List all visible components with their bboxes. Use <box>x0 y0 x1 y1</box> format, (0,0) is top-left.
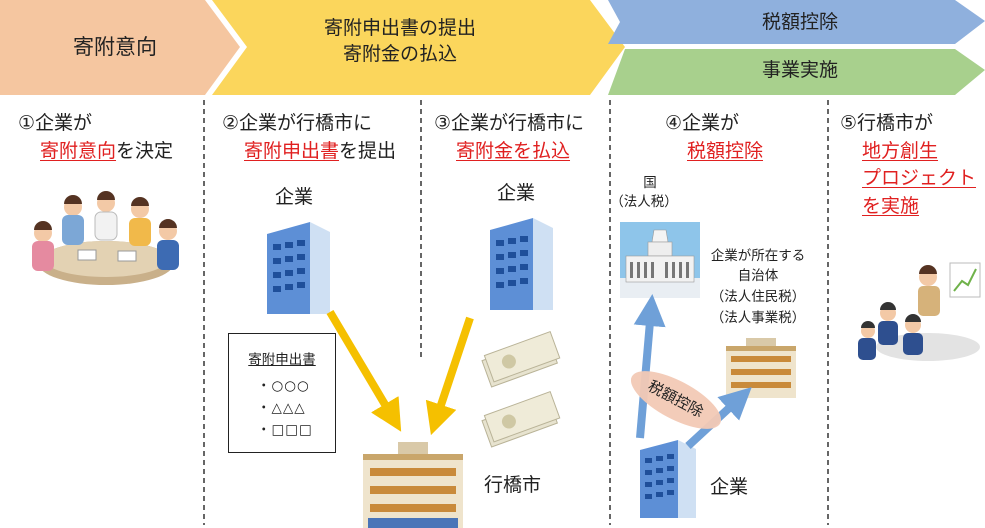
step4-text: ④企業が 税額控除 <box>665 112 764 162</box>
city-label: 行橋市 <box>484 474 542 496</box>
project-meeting-illustration <box>858 262 981 361</box>
arrow-payment-to-city <box>425 316 474 436</box>
step5-text: ⑤行橋市が 地方創生 プロジェクト を実施 <box>840 112 977 217</box>
stage2-chevron <box>212 0 625 95</box>
local-gov-label-1: 企業が所在する <box>710 248 806 264</box>
local-gov-label-4: （法人事業税） <box>710 310 806 326</box>
form-line-2: ・△△△ <box>257 400 306 416</box>
arrow-company-to-city <box>326 309 402 432</box>
stage3-top-label: 税額控除 <box>761 11 838 33</box>
step4-highlight: 税額控除 <box>687 139 764 162</box>
stage3-top-chevron <box>608 0 985 44</box>
form-title: 寄附申出書 <box>248 352 316 368</box>
meeting-illustration <box>32 191 179 285</box>
corp-tax-label: （法人税） <box>610 194 678 210</box>
company-label-a: 企業 <box>275 186 314 208</box>
stage2-label-line1: 寄附申出書の提出 <box>323 17 476 39</box>
stage1-chevron <box>0 0 240 95</box>
company-building-c <box>640 440 696 518</box>
stage1-label: 寄附意向 <box>73 35 157 59</box>
company-label-b: 企業 <box>497 182 536 204</box>
city-hall-building <box>363 442 463 528</box>
local-gov-label-2: 自治体 <box>737 268 779 284</box>
money-bills-illustration <box>481 330 561 448</box>
step3-highlight: 寄附金を払込 <box>456 139 571 162</box>
company-building-b <box>490 218 553 310</box>
step3-text: ③企業が行橋市に 寄附金を払込 <box>434 112 585 162</box>
process-header <box>0 0 985 95</box>
company-label-c: 企業 <box>710 476 749 498</box>
stage3-bottom-label: 事業実施 <box>761 59 838 81</box>
step2-text: ②企業が行橋市に 寄附申出書を提出 <box>222 112 397 162</box>
local-gov-label-3: （法人住民税） <box>710 289 806 305</box>
separators <box>203 100 829 525</box>
step1-highlight: 寄附意向 <box>40 139 117 162</box>
donation-form-document: 寄附申出書 ・○○○ ・△△△ ・□□□ <box>228 333 336 453</box>
form-line-3: ・□□□ <box>257 422 313 438</box>
national-diet-illustration <box>620 222 700 298</box>
step2-highlight: 寄附申出書 <box>244 139 340 162</box>
stage2-label-line2: 寄附金の払込 <box>342 43 457 65</box>
form-line-1: ・○○○ <box>257 378 310 394</box>
deduction-tag-shape <box>630 371 722 429</box>
step1-text: ①企業が 寄附意向を決定 <box>18 112 174 162</box>
kuni-label: 国 <box>643 175 657 191</box>
stage3-bottom-chevron <box>608 49 985 95</box>
company-building-a <box>267 222 330 314</box>
